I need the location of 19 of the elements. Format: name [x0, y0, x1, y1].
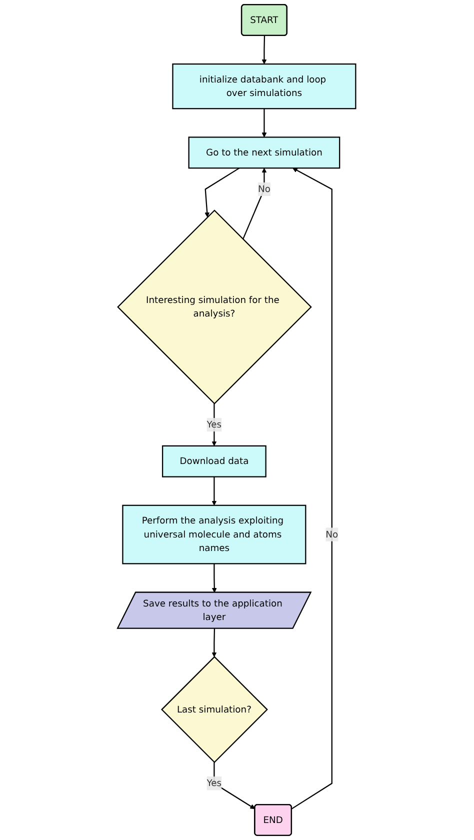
arrow — [212, 628, 218, 658]
arrow — [212, 476, 218, 506]
arrow — [262, 36, 268, 64]
arrow — [262, 108, 268, 138]
edge-label: Yes — [207, 419, 222, 430]
node-box: initialize databank and loop over simulations — [172, 63, 357, 110]
edge-label: No — [326, 528, 338, 540]
node-box: Perform the analysis exploiting universal molecule and atoms names — [122, 504, 307, 564]
node-diamond: Interesting simulation for the analysis? — [117, 210, 312, 404]
arrow — [292, 168, 333, 810]
node-box: Go to the next simulation — [188, 136, 341, 169]
edge-label: No — [258, 184, 271, 194]
arrow — [204, 168, 240, 218]
arrow — [212, 404, 218, 446]
arrow — [212, 564, 218, 593]
edge-label: Yes — [207, 778, 222, 789]
node-diamond: Last simulation? — [161, 656, 268, 764]
arrow — [242, 168, 268, 240]
node-box: Download data — [162, 445, 267, 478]
